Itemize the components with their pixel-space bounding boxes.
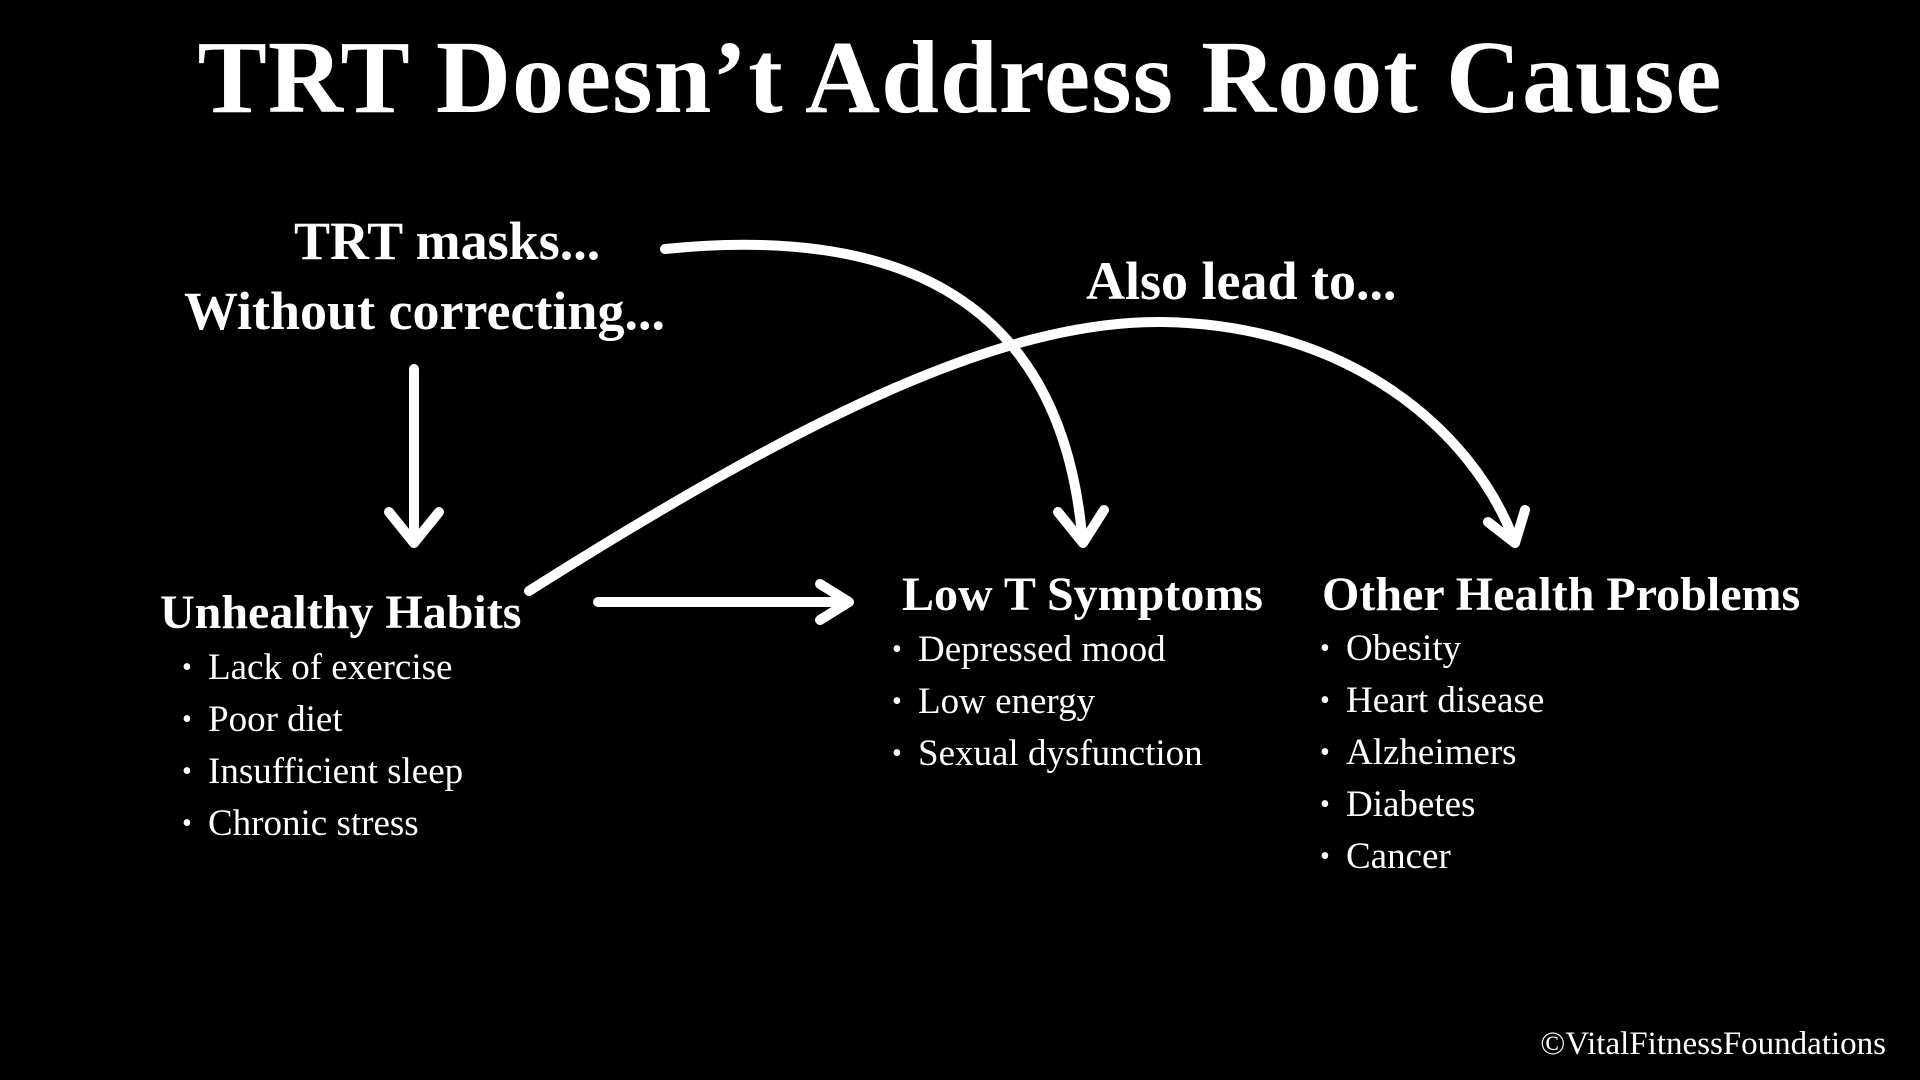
list-item: Chronic stress xyxy=(182,798,463,850)
list-item: Depressed mood xyxy=(892,624,1203,676)
page-title: TRT Doesn’t Address Root Cause xyxy=(197,20,1723,135)
list-item: Obesity xyxy=(1320,623,1544,675)
list-item: Lack of exercise xyxy=(182,642,463,694)
list-item: Poor diet xyxy=(182,694,463,746)
list-item: Diabetes xyxy=(1320,779,1544,831)
other-health-problems-heading: Other Health Problems xyxy=(1322,568,1801,621)
list-item: Cancer xyxy=(1320,831,1544,883)
list-item: Sexual dysfunction xyxy=(892,728,1203,780)
copyright-text: ©VitalFitnessFoundations xyxy=(1540,1026,1886,1062)
list-item: Insufficient sleep xyxy=(182,746,463,798)
other-health-problems-list: Obesity Heart disease Alzheimers Diabete… xyxy=(1320,623,1544,883)
without-correcting-label: Without correcting... xyxy=(184,281,665,341)
unhealthy-habits-list: Lack of exercise Poor diet Insufficient … xyxy=(182,642,463,850)
list-item: Heart disease xyxy=(1320,675,1544,727)
unhealthy-habits-heading: Unhealthy Habits xyxy=(160,586,522,639)
masks-label: TRT masks... xyxy=(294,211,601,271)
low-t-symptoms-heading: Low T Symptoms xyxy=(902,568,1263,621)
also-lead-label: Also lead to... xyxy=(1086,251,1397,311)
list-item: Low energy xyxy=(892,676,1203,728)
masks-curved-arrow xyxy=(660,239,1109,548)
down-arrow xyxy=(384,364,444,548)
list-item: Alzheimers xyxy=(1320,727,1544,779)
right-arrow xyxy=(593,579,854,625)
low-t-symptoms-list: Depressed mood Low energy Sexual dysfunc… xyxy=(892,624,1203,780)
also-lead-curved-arrow xyxy=(524,316,1530,596)
